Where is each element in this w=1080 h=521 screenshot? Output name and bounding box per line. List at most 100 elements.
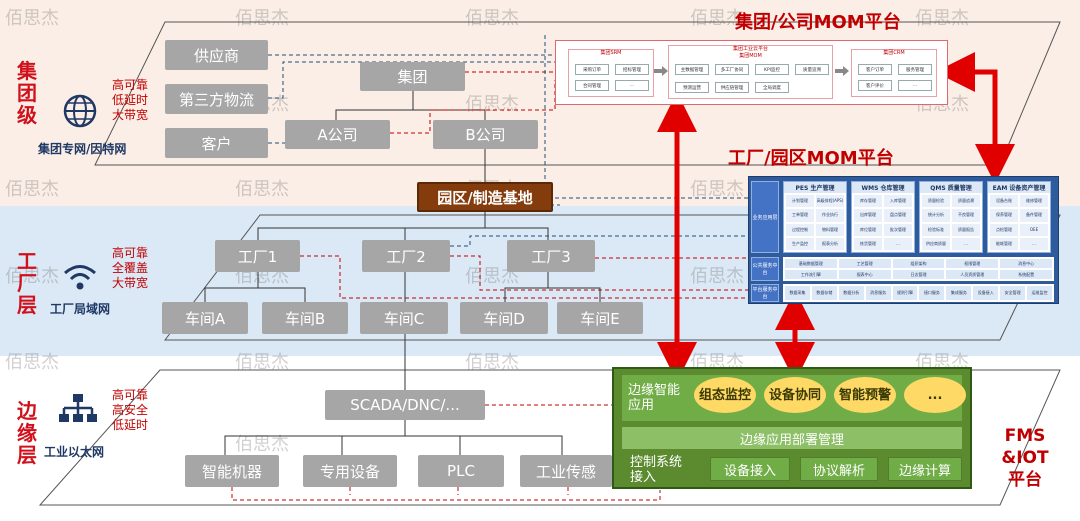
node-workshop: 车间D xyxy=(460,302,548,334)
fm-module-cell: ... xyxy=(952,237,980,250)
fm-module-cell: 库存管理 xyxy=(854,195,882,208)
fm-module-cell: 过程控制 xyxy=(786,223,814,236)
fm-module-cell: 计划管理 xyxy=(786,195,814,208)
fms-iot-platform: 边缘智能应用 组态监控 设备协同 智能预警 ... 边缘应用部署管理 控制系统接… xyxy=(612,367,972,489)
fms-app: 组态监控 xyxy=(694,377,756,413)
watermark: 佰思杰 xyxy=(235,434,289,455)
watermark: 佰思杰 xyxy=(465,352,519,373)
watermark: 佰思杰 xyxy=(465,8,519,29)
fm-module-title: WMS 仓库管理 xyxy=(852,182,914,193)
network-label-group: 集团专网/因特网 xyxy=(38,142,127,156)
node-device: 智能机器 xyxy=(185,455,279,487)
group-mom-platform: 集团SRM 采购订单 招标管理 合同管理 ... 集团工业云平台 集团MOM 主… xyxy=(555,40,948,105)
group-mom-core-box: 集团工业云平台 集团MOM 主数据管理 多工厂协同 KPI监控 质量追溯 预测运… xyxy=(668,45,833,99)
fm-side-label: 公共服务中台 xyxy=(751,257,779,281)
fm-module-cell: 质量追溯 xyxy=(952,195,980,208)
fms-app: 设备协同 xyxy=(764,377,826,413)
fm-public-cell: 工艺管理 xyxy=(838,259,891,268)
node-park-base: 园区/制造基地 xyxy=(417,182,553,212)
node-workshop: 车间B xyxy=(262,302,348,334)
fms-deploy-row: 边缘应用部署管理 xyxy=(622,427,962,449)
node-scada: SCADA/DNC/... xyxy=(325,390,485,420)
fm-platform-cell: 接口服务 xyxy=(919,286,945,300)
fm-module-cell: 不良管理 xyxy=(952,209,980,222)
network-props-edge: 高可靠高安全低延时 xyxy=(112,388,149,432)
fm-module-title: PES 生产管理 xyxy=(784,182,846,193)
fm-side-label: 业务应用层 xyxy=(751,181,779,253)
watermark: 佰思杰 xyxy=(915,8,969,29)
node-device: 专用设备 xyxy=(303,455,397,487)
group-factory-arrow xyxy=(935,52,1015,184)
fm-module: PES 生产管理计划管理高级排程(APS)工单管理作业执行过程控制物料管理生产监… xyxy=(783,181,847,253)
fm-platform-cell: 消息服务 xyxy=(865,286,891,300)
group-crm-box: 集团CRM 客户订单 服务管理 客户评价 ... xyxy=(851,49,937,97)
fm-module-cell: 保养管理 xyxy=(990,209,1018,222)
fm-module-cell: 供应商质量 xyxy=(922,237,950,250)
factory-mom-title: 工厂/园区MOM平台 xyxy=(728,148,894,169)
watermark: 佰思杰 xyxy=(5,8,59,29)
fm-module-cell: 工单管理 xyxy=(786,209,814,222)
fm-module-cell: 统计分析 xyxy=(922,209,950,222)
fm-module: QMS 质量管理质量检验质量追溯统计分析不良管理检验标准质量报告供应商质量... xyxy=(919,181,983,253)
network-tree-icon xyxy=(59,394,97,422)
fm-public-cell: 报表中心 xyxy=(838,270,891,279)
node-device: PLC xyxy=(418,455,504,487)
watermark: 佰思杰 xyxy=(5,266,59,287)
watermark: 佰思杰 xyxy=(235,352,289,373)
network-props-factory: 高可靠全覆盖大带宽 xyxy=(112,246,149,290)
fm-platform-cell: 设备接入 xyxy=(973,286,999,300)
fm-module-cell: 能耗管理 xyxy=(990,237,1018,250)
fm-side-label: 平台服务中台 xyxy=(751,284,779,302)
layer-title-factory: 工厂层 xyxy=(17,249,37,317)
fm-module-cell: 备件管理 xyxy=(1020,209,1048,222)
node-company-b: B公司 xyxy=(433,120,538,149)
watermark: 佰思杰 xyxy=(5,179,59,200)
fm-module-cell: 报表分析 xyxy=(816,237,844,250)
fm-public-cell: 系统配置 xyxy=(1000,270,1052,279)
fms-app: 智能预警 xyxy=(834,377,896,413)
globe-icon xyxy=(63,94,97,128)
watermark: 佰思杰 xyxy=(690,266,744,287)
fms-protocol-parse: 协议解析 xyxy=(800,457,878,481)
fm-module: WMS 仓库管理库存管理入库管理出库管理盘点管理库位管理批次管理拣货管理... xyxy=(851,181,915,253)
fm-platform-row: 数据采集数据存储数据分析消息服务规则引擎接口服务集成服务设备接入安全管理运维监控 xyxy=(783,284,1054,302)
fm-module-cell: 维修管理 xyxy=(1020,195,1048,208)
fm-module-cell: OEE xyxy=(1020,223,1048,236)
node-customer: 客户 xyxy=(165,128,268,158)
fms-edge-apps-row: 边缘智能应用 组态监控 设备协同 智能预警 ... xyxy=(622,375,966,421)
wifi-icon xyxy=(64,265,96,290)
node-workshop: 车间C xyxy=(360,302,448,334)
fm-platform-cell: 安全管理 xyxy=(1000,286,1026,300)
group-srm-box: 集团SRM 采购订单 招标管理 合同管理 ... xyxy=(568,49,654,97)
fm-public-cell: 日志管理 xyxy=(892,270,945,279)
layer-title-group: 集团级 xyxy=(17,59,37,127)
node-device: 工业传感 xyxy=(520,455,612,487)
watermark: 佰思杰 xyxy=(465,266,519,287)
fm-module-cell: 质量检验 xyxy=(922,195,950,208)
fm-public-row: 基础数据管理工艺管理组织架构权限管理消息中心工作流引擎报表中心日志管理人员资质管… xyxy=(783,257,1054,281)
fm-public-cell: 权限管理 xyxy=(946,259,999,268)
node-factory: 工厂3 xyxy=(507,240,595,272)
fm-public-cell: 组织架构 xyxy=(892,259,945,268)
node-company-a: A公司 xyxy=(285,120,390,149)
fm-platform-cell: 规则引擎 xyxy=(892,286,918,300)
factory-mom-platform: 业务应用层 公共服务中台 平台服务中台 PES 生产管理计划管理高级排程(APS… xyxy=(748,176,1059,304)
fm-module-cell: 质量报告 xyxy=(952,223,980,236)
fm-public-cell: 工作流引擎 xyxy=(785,270,837,279)
fm-module-title: EAM 设备资产管理 xyxy=(988,182,1050,193)
fm-public-cell: 人员资质管理 xyxy=(946,270,999,279)
fm-module-cell: 设备台账 xyxy=(990,195,1018,208)
fm-module-cell: 点检管理 xyxy=(990,223,1018,236)
fm-module-title: QMS 质量管理 xyxy=(920,182,982,193)
fm-module-cell: 入库管理 xyxy=(884,195,912,208)
fm-platform-cell: 数据采集 xyxy=(785,286,810,300)
fm-module-cell: 作业执行 xyxy=(816,209,844,222)
node-third-party-logistics: 第三方物流 xyxy=(165,84,268,114)
arrow-right-icon xyxy=(835,66,849,76)
fm-platform-cell: 运维监控 xyxy=(1027,286,1052,300)
fm-module-cell: ... xyxy=(1020,237,1048,250)
fm-platform-cell: 数据存储 xyxy=(811,286,837,300)
